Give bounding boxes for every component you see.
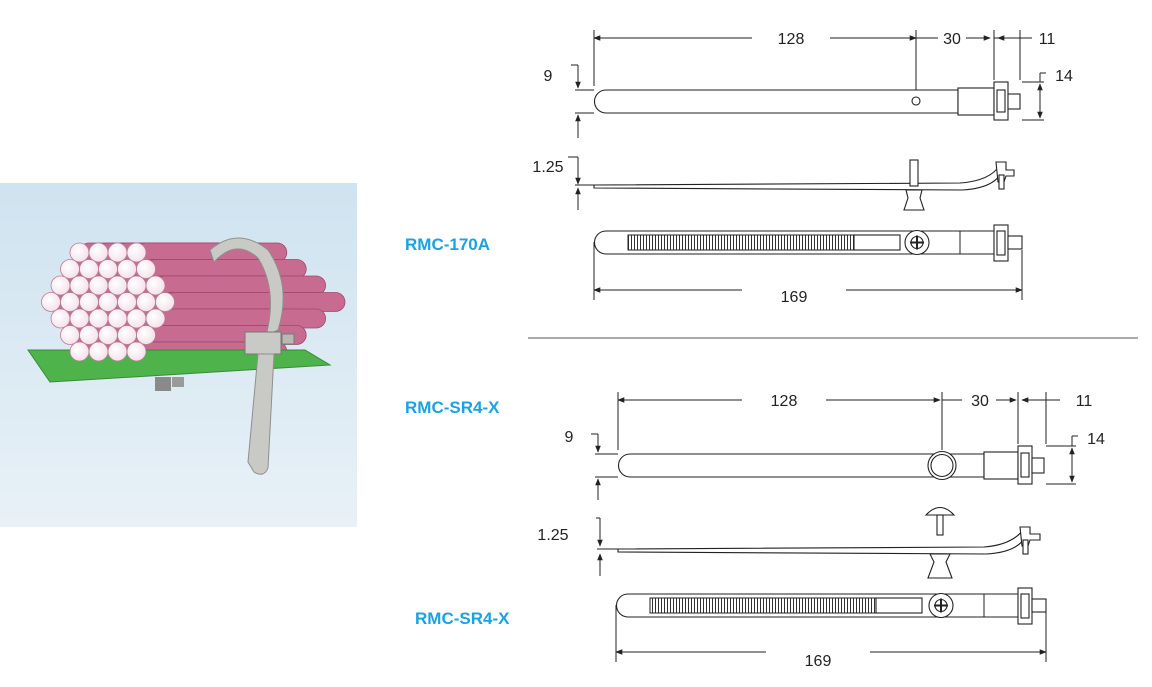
cable-end (117, 292, 137, 312)
dim-total-length-1: 169 (781, 289, 808, 306)
cable-end (107, 341, 128, 362)
cable-end (88, 275, 109, 296)
cable-end (88, 341, 109, 362)
cable-end (79, 292, 99, 312)
cable-end (41, 292, 61, 312)
cable-end (98, 259, 118, 279)
cable-end (126, 275, 147, 296)
cable-end (69, 341, 90, 362)
dim-head-width-2: 14 (1087, 431, 1105, 448)
cable-end (145, 275, 166, 296)
model-label-rmc-sr4-x-top: RMC-SR4-X (405, 398, 500, 417)
model-label-rmc-sr4-x-bottom: RMC-SR4-X (415, 609, 510, 628)
cable-end (107, 308, 128, 329)
cable-end (69, 275, 90, 296)
cable-bundle-photo (0, 183, 357, 527)
section-rmc-170a: 128 30 11 9 14 1.25 (405, 30, 1073, 306)
cable-end (60, 292, 80, 312)
dim-thickness-1: 1.25 (532, 159, 563, 176)
dim-head-length-2: 11 (1076, 393, 1093, 410)
cable-end (50, 275, 71, 296)
dim-total-length-2: 169 (805, 653, 832, 670)
dim-mount-offset-1: 30 (943, 31, 961, 48)
cable-end (60, 259, 80, 279)
cable-end (117, 259, 137, 279)
cable-end (50, 308, 71, 329)
cable-end (107, 275, 128, 296)
cable-end (126, 341, 147, 362)
cable-end (107, 242, 128, 263)
cable-end (98, 325, 118, 345)
dim-head-width-1: 14 (1055, 68, 1073, 85)
model-label-rmc-170a: RMC-170A (405, 235, 490, 254)
dim-thickness-2: 1.25 (537, 527, 568, 544)
cable-end (88, 308, 109, 329)
cable-end (88, 242, 109, 263)
dim-width-2: 9 (565, 429, 574, 446)
dim-head-length-1: 11 (1039, 31, 1056, 48)
cable-end (117, 325, 137, 345)
cable-end (126, 308, 147, 329)
dim-strap-length-2: 128 (771, 393, 798, 410)
cable-end (126, 242, 147, 263)
cable-end (79, 259, 99, 279)
cable-end (155, 292, 175, 312)
dim-mount-offset-2: 30 (971, 393, 989, 410)
cable-end (69, 242, 90, 263)
dim-strap-length-1: 128 (778, 31, 805, 48)
section-rmc-sr4-x: RMC-SR4-X 128 30 11 9 14 (405, 392, 1105, 670)
cable-end (60, 325, 80, 345)
cable-end (79, 325, 99, 345)
cable-end (69, 308, 90, 329)
cable-end (136, 325, 156, 345)
cable-end (98, 292, 118, 312)
cable-end (136, 259, 156, 279)
dim-width-1: 9 (544, 68, 553, 85)
cable-end (145, 308, 166, 329)
cable-end (136, 292, 156, 312)
